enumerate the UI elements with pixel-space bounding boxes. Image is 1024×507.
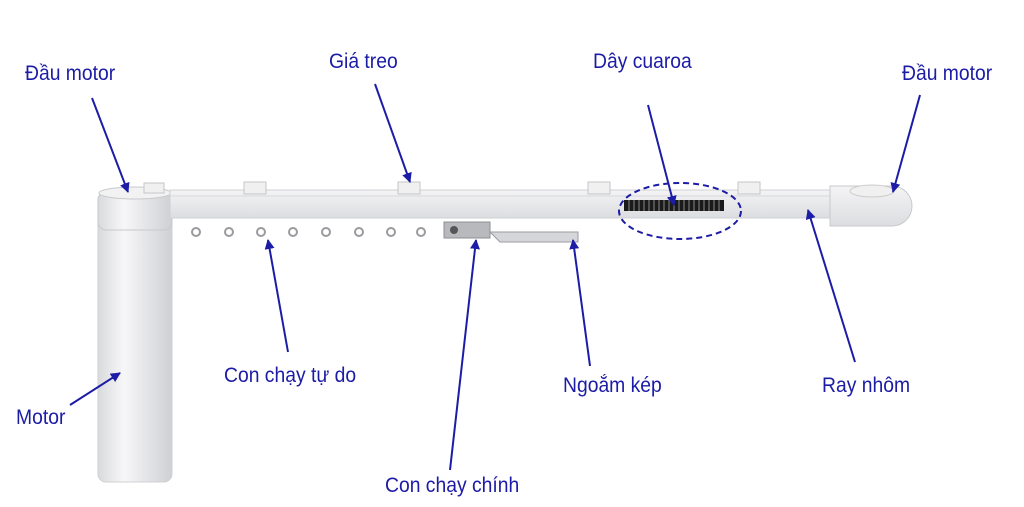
motor-body — [97, 186, 173, 483]
label-hanger: Giá treo — [329, 50, 398, 73]
label-double-hook: Ngoắm kép — [563, 374, 662, 397]
label-motor: Motor — [16, 406, 66, 429]
free-runner-rings — [191, 227, 426, 237]
label-belt: Dây cuaroa — [593, 50, 692, 73]
label-main-runner: Con chạy chính — [385, 474, 520, 497]
label-motor-head-right: Đầu motor — [902, 62, 993, 85]
main-runner — [443, 221, 579, 243]
callout-arrows — [69, 83, 921, 471]
label-motor-head-left: Đầu motor — [25, 62, 116, 85]
label-free-runner: Con chạy tự do — [224, 364, 357, 387]
label-aluminium-rail: Ray nhôm — [822, 374, 911, 397]
belt-highlight-ellipse — [618, 182, 742, 240]
aluminium-rail — [169, 189, 836, 219]
motor-head-right — [829, 184, 913, 227]
